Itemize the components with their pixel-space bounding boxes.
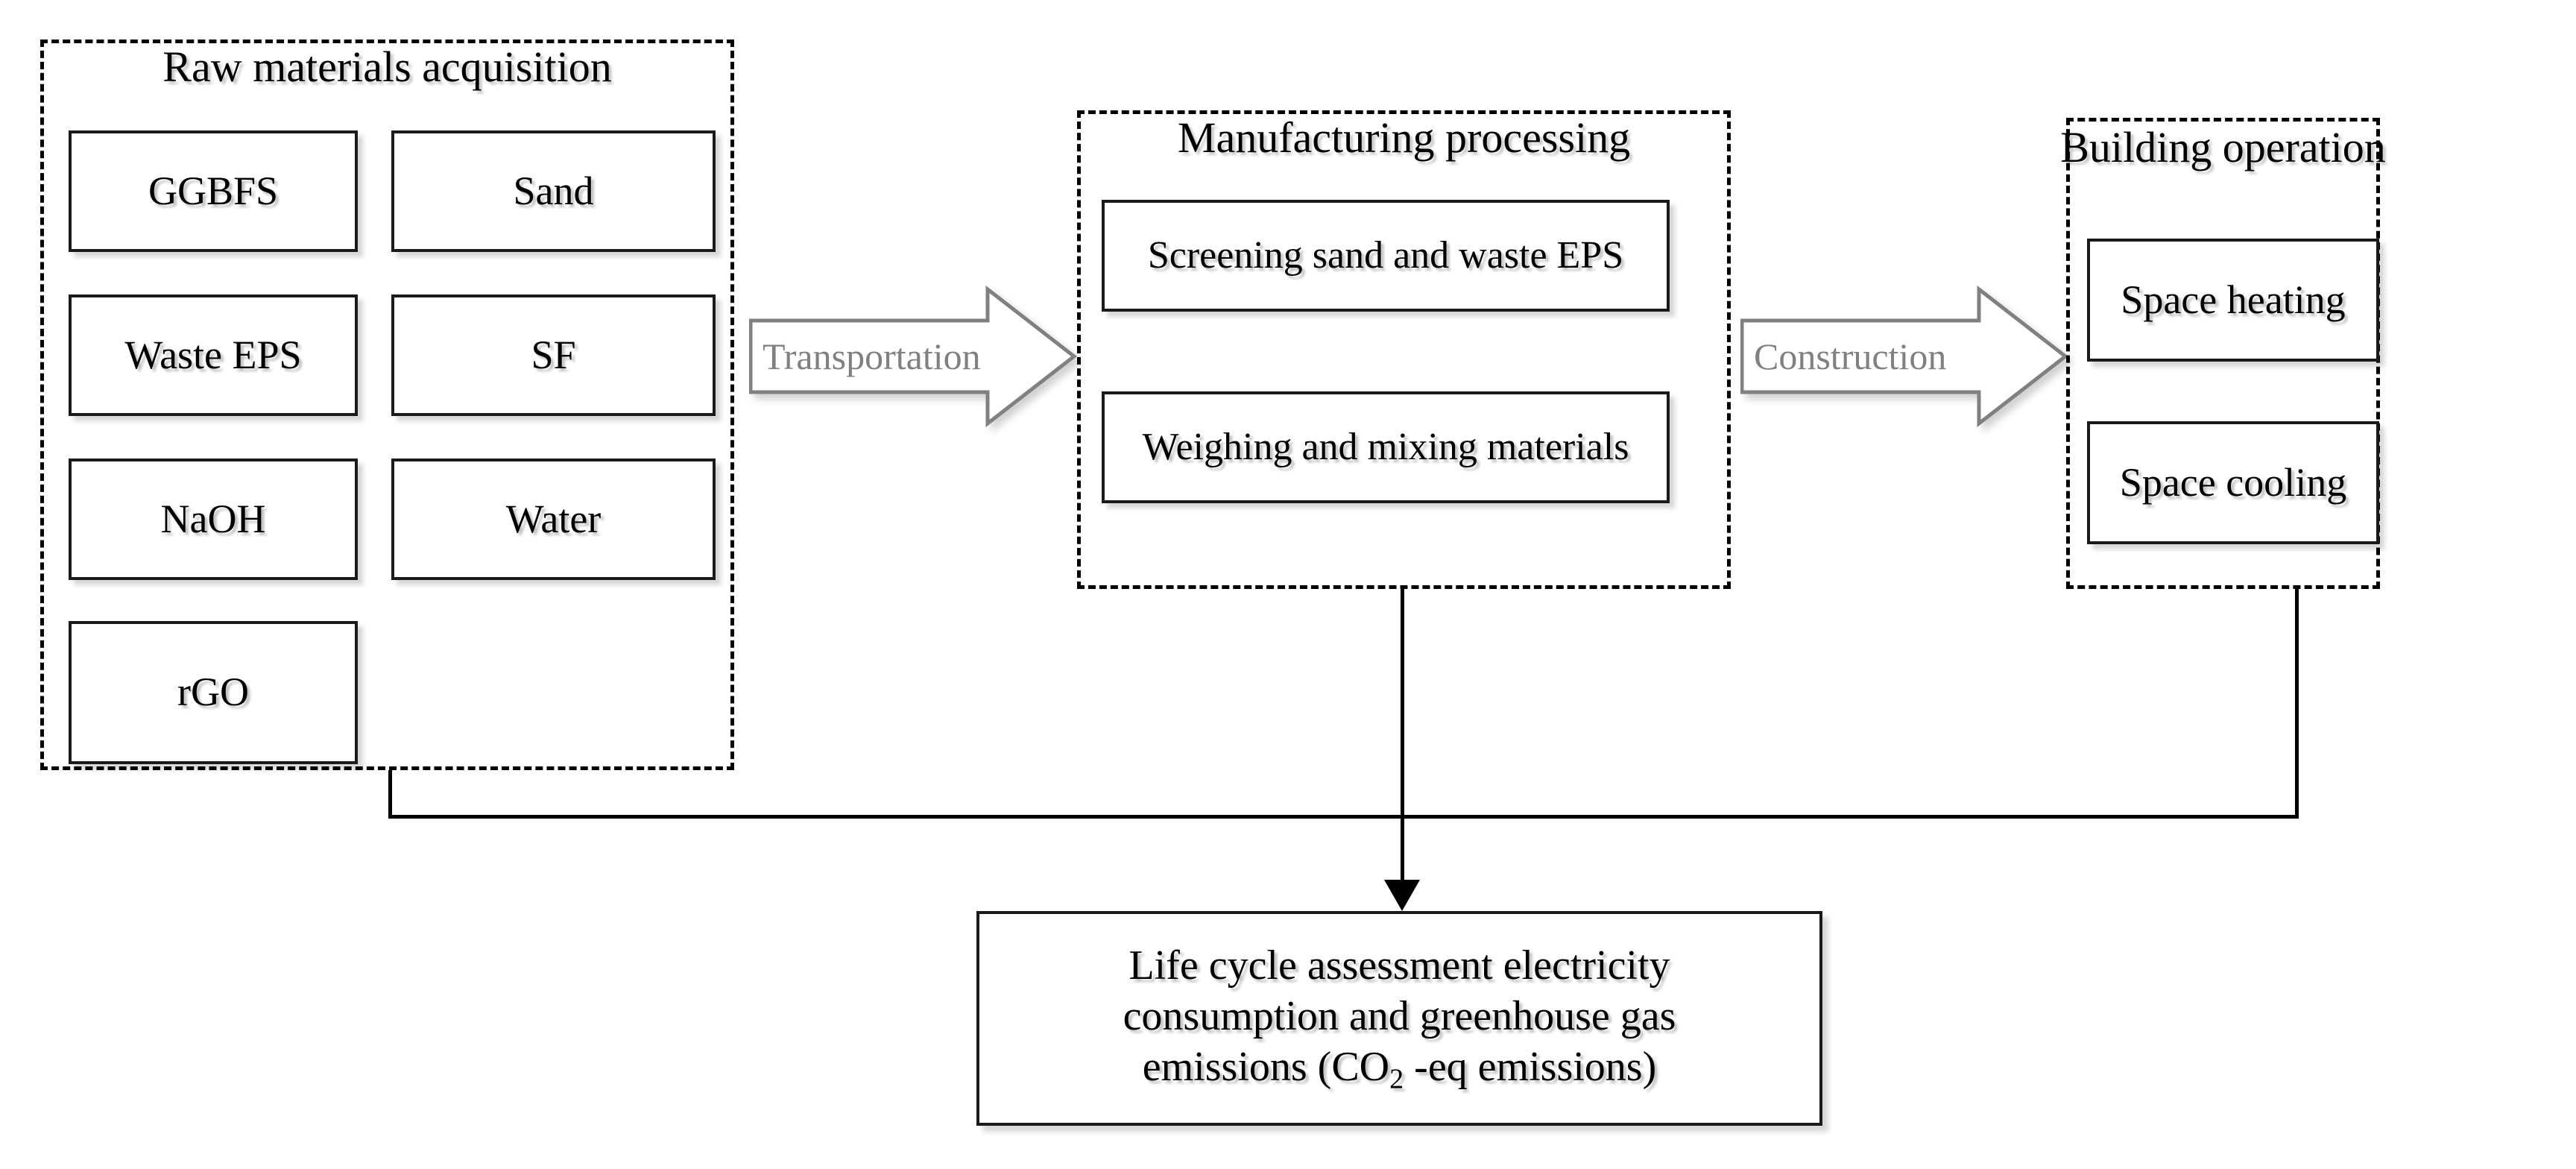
item-space-cooling[interactable]: Space cooling — [2087, 421, 2379, 544]
item-sf[interactable]: SF — [391, 294, 716, 416]
transportation-arrow[interactable]: Transportation — [749, 282, 1077, 431]
item-waste-eps[interactable]: Waste EPS — [69, 294, 358, 416]
stage-title-manufacturing-processing: Manufacturing processing — [1177, 113, 1631, 162]
life-cycle-assessment-result-box[interactable]: Life cycle assessment electricity consum… — [976, 911, 1822, 1126]
lca-line-3: emissions (CO2 -eq emissions) — [1143, 1042, 1656, 1097]
stage-manufacturing-processing — [1077, 110, 1731, 589]
item-water[interactable]: Water — [391, 459, 716, 580]
lca-line-3-suffix: -eq emissions) — [1404, 1044, 1657, 1091]
item-sand[interactable]: Sand — [391, 130, 716, 252]
item-naoh[interactable]: NaOH — [69, 459, 358, 580]
connector-arrowhead-icon — [1384, 880, 1420, 911]
item-weighing-and-mixing-materials[interactable]: Weighing and mixing materials — [1102, 391, 1670, 503]
item-ggbfs[interactable]: GGBFS — [69, 130, 358, 252]
lca-line-3-prefix: emissions (CO — [1142, 1044, 1390, 1091]
item-screening-sand-and-waste-eps[interactable]: Screening sand and waste EPS — [1102, 200, 1670, 312]
connector-building-operation-vertical — [2295, 589, 2299, 819]
lca-line-1: Life cycle assessment electricity — [1128, 942, 1670, 989]
lca-line-2: consumption and greenhouse gas — [1123, 992, 1676, 1039]
connector-raw-materials-vertical — [388, 770, 392, 819]
stage-title-raw-materials-acquisition: Raw materials acquisition — [162, 42, 612, 91]
construction-arrow[interactable]: Construction — [1740, 282, 2068, 431]
item-space-heating[interactable]: Space heating — [2087, 239, 2379, 362]
stage-title-building-operation: Building operation — [2060, 123, 2386, 171]
stage-raw-materials-acquisition — [40, 40, 734, 770]
lca-co2-subscript: 2 — [1389, 1063, 1404, 1095]
item-rgo[interactable]: rGO — [69, 621, 358, 764]
connector-horizontal-bus — [388, 815, 2299, 819]
connector-manufacturing-vertical — [1401, 589, 1404, 880]
